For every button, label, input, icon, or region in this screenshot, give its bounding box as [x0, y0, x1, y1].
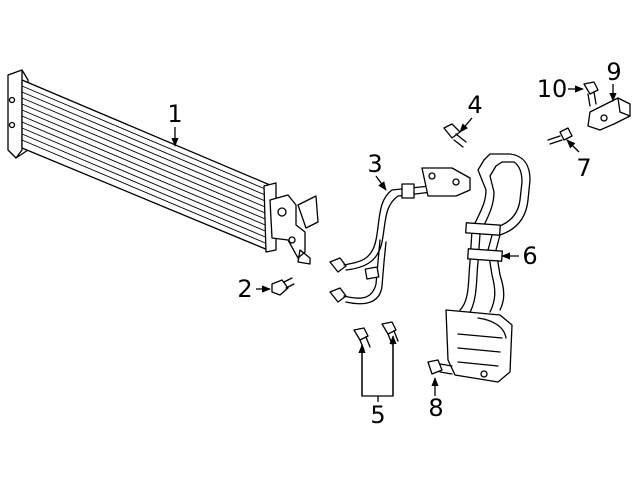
callout-9: 9 — [606, 58, 621, 86]
callout-7: 7 — [576, 154, 591, 182]
cooler-line-part — [329, 167, 471, 305]
callout-6: 6 — [522, 242, 537, 270]
callout-2: 2 — [237, 275, 252, 303]
callout-1: 1 — [167, 100, 182, 128]
bolt-part-2 — [271, 277, 295, 296]
bolt-part-4 — [443, 123, 467, 148]
oil-cooler-part — [7, 69, 319, 265]
bolt-part-8 — [427, 359, 453, 375]
callout-3: 3 — [367, 150, 382, 178]
callout-10: 10 — [537, 75, 568, 103]
callout-4: 4 — [467, 91, 482, 119]
bolt-part-10 — [583, 81, 599, 107]
leader-lines — [171, 84, 617, 402]
bolts-part-5 — [353, 321, 399, 351]
callout-5: 5 — [370, 401, 385, 429]
cooler-hose-part — [445, 153, 531, 383]
bracket-part-9 — [587, 97, 631, 131]
callout-8: 8 — [428, 394, 443, 422]
bolt-part-7 — [547, 127, 573, 145]
